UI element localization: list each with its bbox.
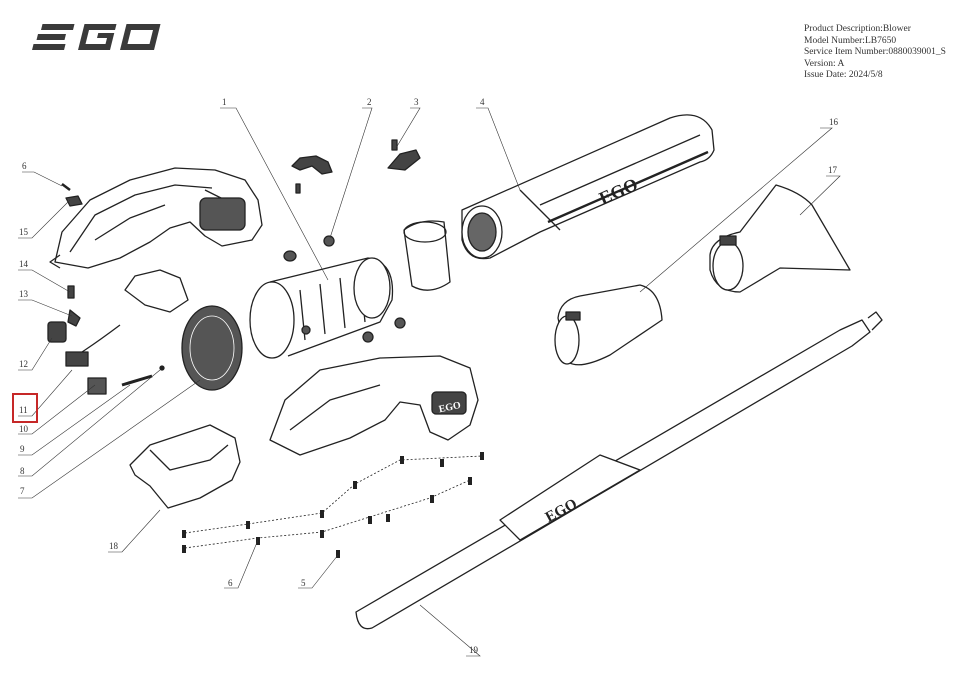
product-info: Product Description:Blower Model Number:… xyxy=(804,24,946,82)
service-item-number: Service Item Number:0880039001_S xyxy=(804,47,946,57)
callout-13: 13 xyxy=(19,289,28,299)
part-15-left-housing xyxy=(49,167,263,269)
callout-9: 9 xyxy=(20,444,25,454)
callout-4: 4 xyxy=(480,97,485,107)
part-1-motor xyxy=(249,250,406,359)
callout-8: 8 xyxy=(20,466,25,476)
handle-brand-label: EGO xyxy=(438,400,462,415)
part-8-fan xyxy=(181,305,243,391)
part-17-flat-nozzle xyxy=(709,184,851,293)
callout-15: 15 xyxy=(19,227,28,237)
callout-10: 10 xyxy=(19,424,28,434)
callout-3: 3 xyxy=(414,97,419,107)
callout-17: 17 xyxy=(828,165,837,175)
screw-set xyxy=(184,455,483,549)
part-3-lever xyxy=(387,139,421,171)
ego-logo xyxy=(32,24,161,50)
callout-11: 11 xyxy=(19,405,28,415)
callout-1: 1 xyxy=(222,97,227,107)
product-description: Product Description:Blower xyxy=(804,24,911,34)
callout-12: 12 xyxy=(19,359,28,369)
small-parts xyxy=(47,183,189,395)
leader-lines xyxy=(18,107,841,657)
highlight-box-callout-11 xyxy=(12,393,38,423)
part-18-bottom-cover xyxy=(129,424,241,509)
issue-date: Issue Date: 2024/5/8 xyxy=(804,70,883,80)
version: Version: A xyxy=(804,58,845,69)
part-2-trigger xyxy=(291,155,335,247)
callout-14: 14 xyxy=(19,259,28,269)
callout-7: 7 xyxy=(20,486,25,496)
part-4-tube: EGO xyxy=(461,114,715,260)
ring xyxy=(403,220,451,291)
callout-6-bottom: 6 xyxy=(228,578,233,588)
callout-19: 19 xyxy=(469,645,478,655)
model-number: Model Number:LB7650 xyxy=(804,35,897,46)
callout-18: 18 xyxy=(109,541,118,551)
part-19-strap: EGO xyxy=(355,311,883,630)
callout-5: 5 xyxy=(301,578,306,588)
part-16-nozzle xyxy=(554,284,663,366)
callout-6-top: 6 xyxy=(22,161,27,171)
right-housing: EGO xyxy=(269,355,479,456)
callout-2: 2 xyxy=(367,97,372,107)
screws xyxy=(182,452,484,558)
callout-16: 16 xyxy=(829,117,838,127)
